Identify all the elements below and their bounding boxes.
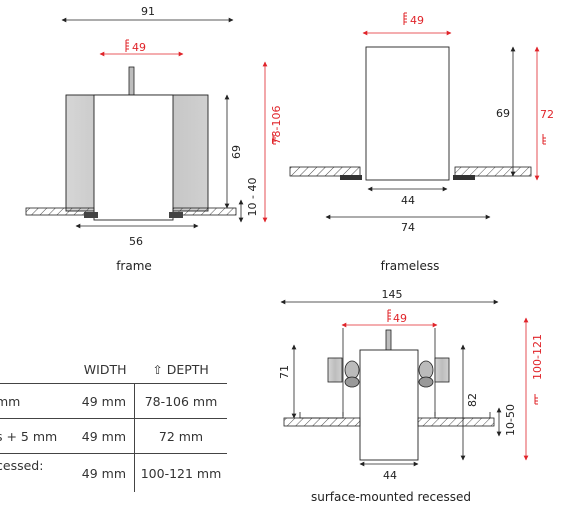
surface-cutout: 49 <box>393 312 407 325</box>
frame-overall-width: 91 <box>141 5 155 18</box>
surface-bottom-width: 44 <box>383 469 397 482</box>
surface-inner-height: 82 <box>466 393 479 407</box>
header-depth: ⇧ DEPTH <box>152 361 209 377</box>
frame-caption: frame <box>116 259 152 273</box>
wing-nut-left-icon <box>344 360 360 388</box>
frameless-depth: 72 <box>540 108 554 121</box>
table-row: cessed: 49 mm 100-121 mm <box>0 453 227 492</box>
surface-mounted-diagram: 145 49 71 82 10-50 100-121 44 <box>278 288 544 504</box>
surface-depth: 100-121 <box>531 334 544 380</box>
wing-nut-right-icon <box>418 360 434 388</box>
up-arrow-icon: ⇧ <box>152 362 163 377</box>
frameless-height: 69 <box>496 107 510 120</box>
frameless-diagram: 49 69 72 44 74 frameless <box>289 12 554 273</box>
frame-diagram: 91 49 69 10 - 40 78-106 56 frame <box>25 5 283 273</box>
header-width: WIDTH <box>83 361 127 377</box>
depth-icon <box>534 394 538 405</box>
cutout-icon <box>387 309 391 322</box>
frame-bottom-width: 56 <box>129 235 143 248</box>
frame-depth: 78-106 <box>270 106 283 145</box>
surface-left-height: 71 <box>278 365 291 379</box>
frameless-overall-width: 74 <box>401 221 415 234</box>
depth-icon <box>272 134 276 145</box>
cutout-icon <box>125 39 129 52</box>
depth-icon <box>542 134 546 145</box>
cutout-icon <box>403 12 407 25</box>
frameless-cutout: 49 <box>410 14 424 27</box>
surface-ceiling-thickness: 10-50 <box>504 404 517 436</box>
table-row: s + 5 mm 49 mm 72 mm <box>0 418 227 454</box>
surface-caption: surface-mounted recessed <box>311 490 471 504</box>
dimensions-table: WIDTH ⇧ DEPTH mm 49 mm 78-106 mm s + 5 m… <box>0 355 227 492</box>
frame-height: 69 <box>230 145 243 159</box>
frameless-caption: frameless <box>381 259 440 273</box>
table-row: mm 49 mm 78-106 mm <box>0 383 227 419</box>
surface-overall-width: 145 <box>382 288 403 301</box>
frame-cutout: 49 <box>132 41 146 54</box>
frameless-bottom-width: 44 <box>401 194 415 207</box>
frame-ceiling-thickness: 10 - 40 <box>246 178 259 217</box>
